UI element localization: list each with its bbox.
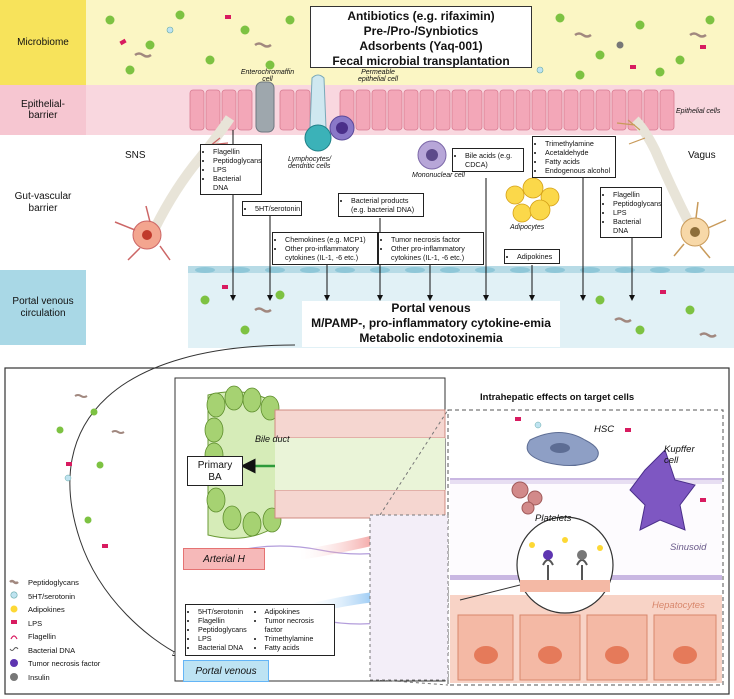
portal-particles: [200, 285, 717, 338]
arrow-particles: [56, 394, 125, 548]
legend: Peptidoglycans 5HT/serotonin Adipokines …: [28, 576, 138, 684]
left-pamps-box: Flagellin Peptidoglycans LPS Bacterial D…: [200, 144, 262, 195]
primary-ba-box: Primary BA: [187, 456, 243, 486]
bacterial-products-box: Bacterial products (e.g. bacterial DNA): [338, 193, 424, 217]
portal-to-liver-arrow: [69, 344, 296, 655]
therapy-line-2: Pre-/Pro-/Synbiotics: [363, 24, 479, 38]
epithelial-cell-row: [189, 89, 675, 131]
legend-peptidoglycans: Peptidoglycans: [28, 578, 79, 588]
epithelial-cells-label: Epithelial cells: [676, 108, 721, 115]
sns-neuron: [114, 115, 235, 261]
portal-venous-box: Portal venous M/PAMP-, pro-inflammatory …: [302, 301, 560, 347]
sns-label: SNS: [125, 150, 146, 161]
receptor-zoom: [516, 516, 614, 614]
liver-factors-box: 5HT/serotonin Flagellin Peptidoglycans L…: [185, 604, 335, 656]
metabolites-box: Trimethylamine Acetaldehyde Fatty acids …: [532, 136, 616, 178]
permeable-label: Permeable epithelial cell: [357, 69, 399, 83]
adipokines-box: Adipokines: [504, 249, 560, 264]
hepatocytes-label: Hepatocytes: [652, 600, 705, 611]
portal-line-1: Portal venous: [391, 301, 471, 315]
portal-label: Portal venous circulation: [0, 270, 86, 345]
enterochromaffin-label: Enterochromaffin cell: [240, 69, 295, 83]
therapy-line-3: Adsorbents (Yaq-001): [359, 39, 483, 53]
legend-bacterial-dna: Bacterial DNA: [28, 645, 76, 655]
sinusoid-label: Sinusoid: [670, 542, 707, 553]
platelets-label: Platelets: [535, 513, 572, 524]
therapy-line-1: Antibiotics (e.g. rifaximin): [347, 9, 495, 23]
intrahepatic-title: Intrahepatic effects on target cells: [480, 392, 635, 403]
legend-lps: LPS: [28, 618, 43, 628]
kupffer-label: Kupffer cell: [664, 444, 695, 466]
mononuclear-label: Mononuclear cell: [412, 172, 465, 179]
legend-tnf: Tumor necrosis factor: [28, 659, 101, 669]
adipocytes-label: Adipocytes: [510, 224, 545, 231]
chemokines-box: Chemokines (e.g. MCP1) Other pro-inflamm…: [272, 232, 378, 265]
arterial-h-label: Arterial H: [183, 548, 265, 570]
vagus-label: Vagus: [688, 150, 716, 161]
microbiome-bacteria: [105, 10, 715, 80]
adipocytes-cluster: [505, 177, 560, 223]
portal-line-3: Metabolic endotoxinemia: [359, 331, 503, 345]
epithelial-label: Epithelial- barrier: [0, 85, 86, 135]
tnf-box: Tumor necrosis factor Other pro-inflamma…: [378, 232, 484, 265]
portal-venous-label: Portal venous: [183, 660, 269, 682]
legend-icons: [9, 579, 19, 681]
serotonin-box: 5HT/serotonin: [242, 201, 302, 216]
therapy-box: Antibiotics (e.g. rifaximin) Pre-/Pro-/S…: [310, 6, 532, 68]
right-pamps-box: Flagellin Peptidoglycans LPS Bacterial D…: [600, 187, 662, 238]
liver-panel-frame: [4, 367, 730, 695]
vagus-neuron: [616, 116, 727, 259]
portal-line-2: M/PAMP-, pro-inflammatory cytokine-emia: [311, 316, 551, 330]
gut-vascular-label: Gut-vascular barrier: [14, 191, 72, 214]
hepatocytes: [450, 595, 722, 683]
legend-adipokines: Adipokines: [28, 605, 65, 615]
legend-serotonin: 5HT/serotonin: [28, 591, 76, 601]
bile-duct-label: Bile duct: [255, 434, 290, 444]
legend-insulin: Insulin: [28, 672, 50, 682]
lymphocytes-label: Lymphocytes/ dendritic cells: [288, 156, 332, 170]
bile-duct-epithelium: [204, 385, 446, 539]
therapy-line-4: Fecal microbial transplantation: [332, 54, 510, 68]
dendritic-cell: [304, 124, 332, 152]
hsc-label: HSC: [594, 424, 615, 435]
enterochromaffin-cell: [255, 81, 275, 133]
platelets: [511, 481, 543, 515]
microbiome-label: Microbiome: [0, 0, 86, 85]
bile-acids-box: Bile acids (e.g. CDCA): [452, 148, 524, 172]
vessel-wall: [188, 266, 734, 273]
permeable-epithelial-cell: [309, 74, 327, 133]
legend-flagellin: Flagellin: [28, 632, 56, 642]
kupffer-cell: [629, 449, 696, 531]
